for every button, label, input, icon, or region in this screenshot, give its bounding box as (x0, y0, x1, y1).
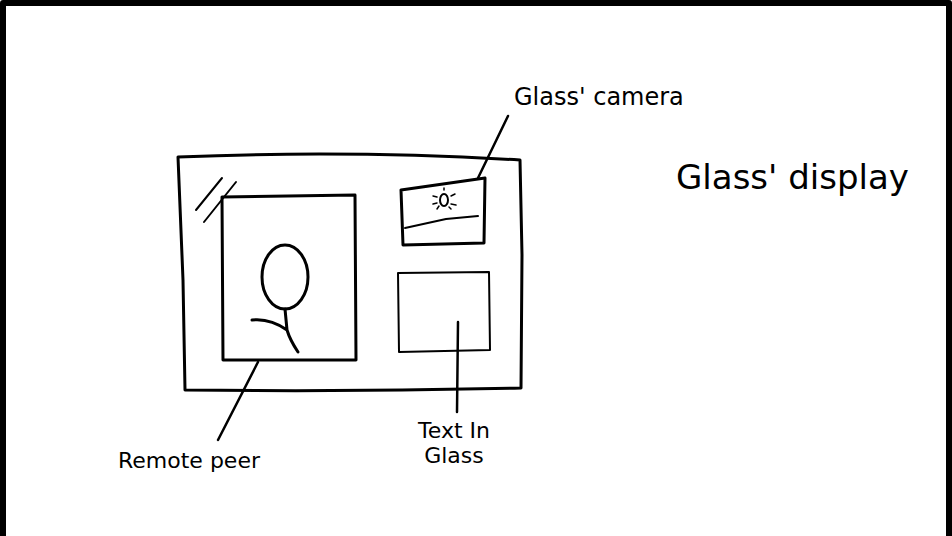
leader-line (478, 116, 508, 178)
camera-horizon (405, 216, 478, 228)
sun-rays (433, 188, 456, 209)
glare-hatch (196, 178, 236, 222)
peer-head (262, 245, 308, 309)
leader-line (457, 322, 458, 412)
callout-label: Glass' display (676, 158, 909, 197)
camera-sun (440, 194, 448, 206)
leader-line (218, 362, 258, 440)
callout-label: Remote peer (118, 448, 260, 473)
frame-border (3, 3, 949, 536)
camera-box (401, 178, 485, 245)
peer-frame (222, 195, 356, 360)
text-box (398, 272, 490, 352)
peer-body (252, 309, 298, 352)
callout-label: Text In Glass (404, 418, 504, 469)
display-outline (178, 154, 522, 391)
callout-label: Glass' camera (514, 84, 684, 112)
